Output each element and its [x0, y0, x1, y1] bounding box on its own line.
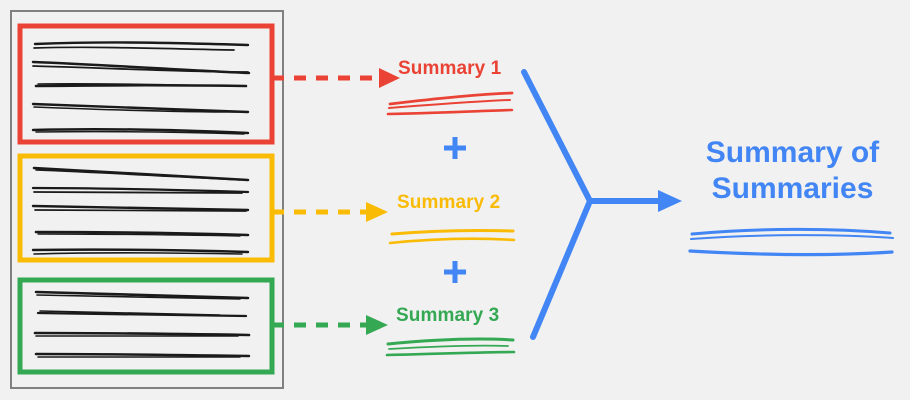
summary-1-squiggles — [386, 91, 514, 116]
source-document-panel — [10, 10, 284, 389]
dashed-arrow-orange — [272, 202, 388, 222]
final-output-squiggles — [688, 227, 894, 257]
summary-2-squiggles — [388, 228, 516, 245]
chunk-orange-text-lines — [31, 166, 250, 255]
chunk-box-orange — [17, 153, 275, 263]
summary-label-1: Summary 1 — [398, 58, 502, 79]
merge-arrow — [521, 69, 682, 340]
chunk-red-text-lines — [31, 41, 251, 135]
summary-label-3: Summary 3 — [396, 305, 500, 326]
summary-label-2: Summary 2 — [397, 192, 501, 213]
summary-3-squiggles — [385, 337, 516, 357]
chunk-green-text-lines — [33, 290, 251, 358]
plus-sign-1 — [444, 137, 466, 159]
dashed-arrow-red — [272, 68, 400, 88]
dashed-arrow-green — [272, 315, 388, 335]
plus-sign-2 — [444, 261, 466, 283]
chunk-box-red — [17, 23, 275, 145]
final-output-title: Summary of Summaries — [705, 136, 880, 205]
